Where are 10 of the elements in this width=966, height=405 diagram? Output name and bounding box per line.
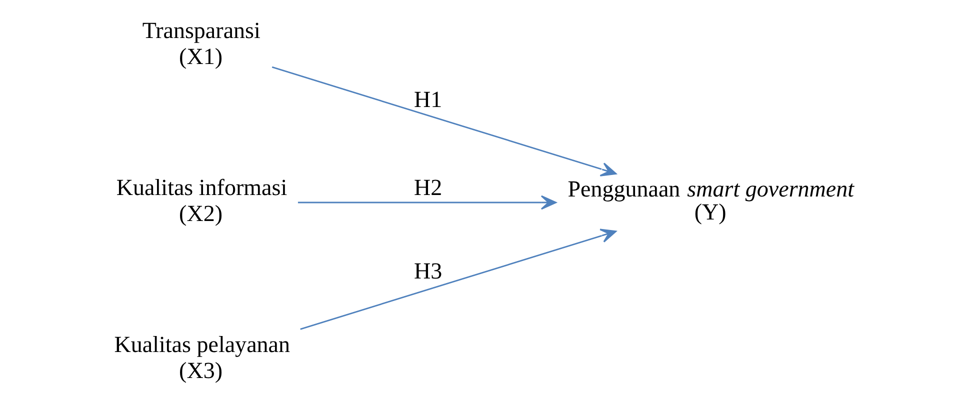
node-text: Kualitas informasi (X2) — [116, 174, 287, 226]
node-text: Penggunaan smart government (Y) — [567, 175, 854, 224]
edge-label: H1 — [414, 86, 442, 112]
arrow — [297, 195, 556, 210]
arrow — [271, 66, 616, 176]
node-text: Kualitas pelayanan (X3) — [114, 330, 290, 383]
edge-label: H2 — [414, 174, 442, 200]
edge-label: H3 — [414, 258, 442, 284]
node-text: Transparansi (X1) — [142, 17, 260, 70]
arrow — [300, 228, 616, 330]
